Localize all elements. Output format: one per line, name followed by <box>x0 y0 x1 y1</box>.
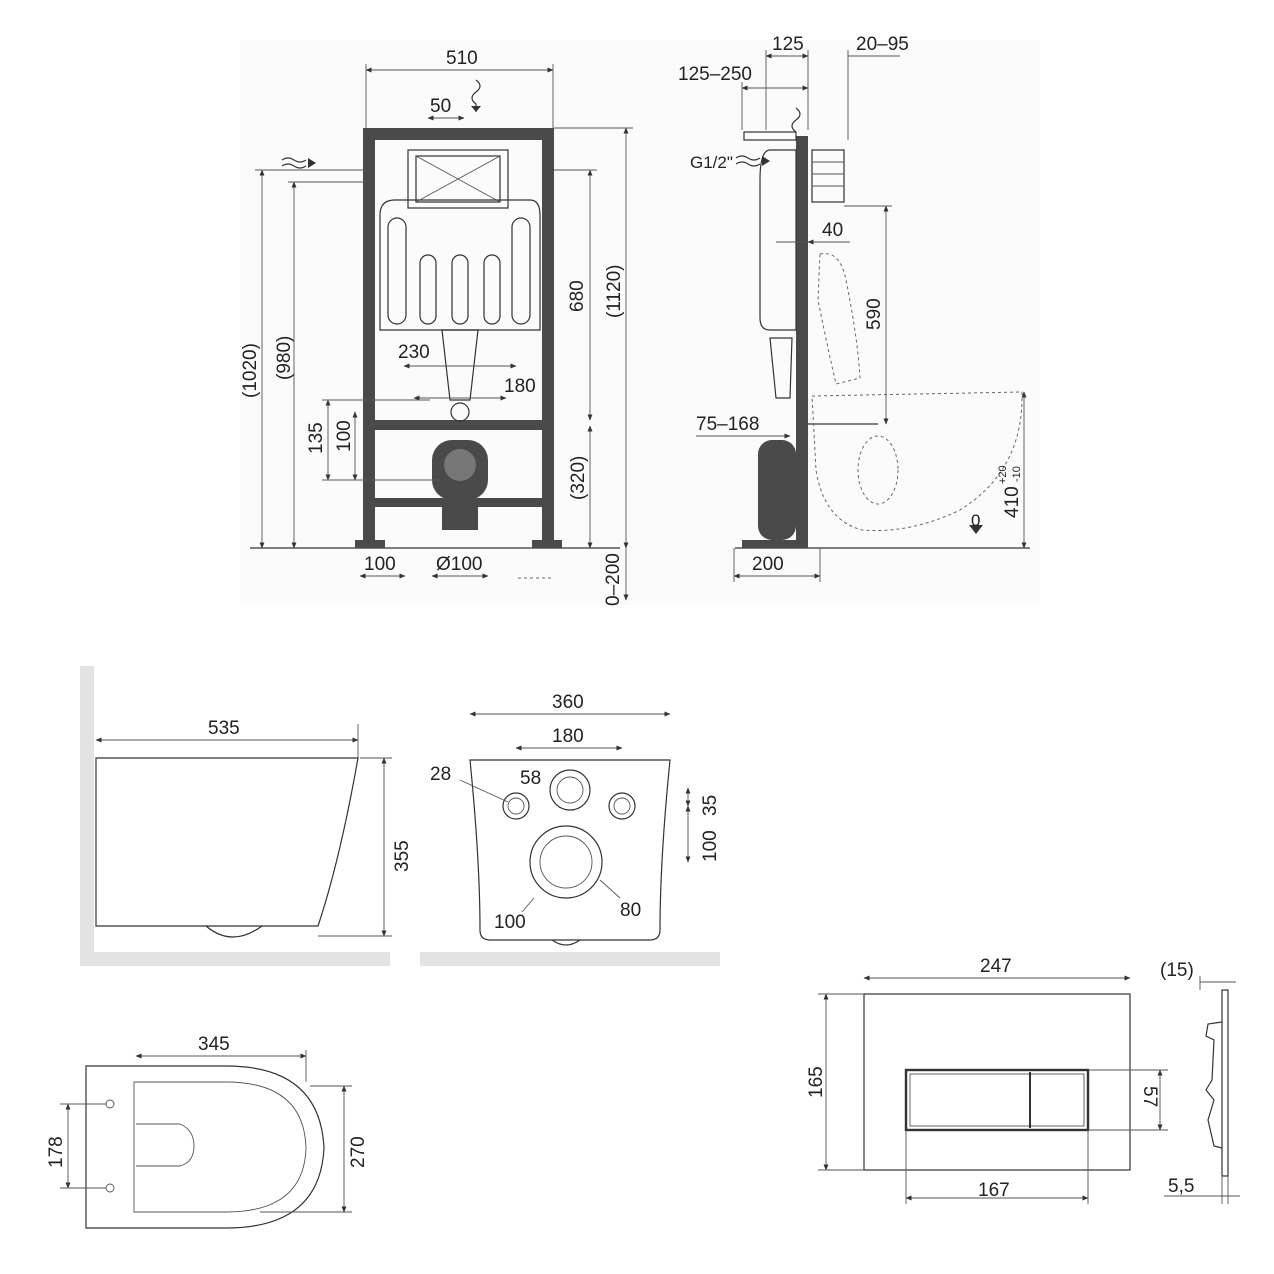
dim-top-height: 270 <box>348 1136 369 1168</box>
dim-plate-height: 165 <box>806 1066 827 1098</box>
dim-plate-width: 247 <box>980 956 1012 977</box>
bowl-rear-view: 360 180 28 58 35 100 100 80 <box>420 692 721 966</box>
bowl-side-view: 535 355 <box>80 666 413 966</box>
dim-bolt-height-100: 100 <box>334 420 355 452</box>
dim-adjustment: 0–200 <box>603 553 624 606</box>
dim-side-range-125-250: 125–250 <box>678 64 752 85</box>
dim-drain-diameter: Ø100 <box>436 554 482 575</box>
dim-drain-height: (320) <box>568 456 589 500</box>
frame-front-view: 510 50 (1020) (980) 680 (1120) 230 180 1… <box>240 48 633 606</box>
dim-seat-height: 410 <box>1002 486 1023 518</box>
dim-button-width: 167 <box>978 1180 1010 1201</box>
dim-bowl-height: 355 <box>392 840 413 872</box>
dim-side-range-20-95: 20–95 <box>856 34 909 55</box>
dim-button-height: 57 <box>1139 1086 1160 1107</box>
dim-bolt-height-135: 135 <box>306 422 327 454</box>
dim-frame-width: 510 <box>446 48 478 69</box>
dim-top-depth: 345 <box>198 1034 230 1055</box>
dim-plate-depth: (15) <box>1160 960 1194 981</box>
dim-side-base-200: 200 <box>752 554 784 575</box>
dim-bowl-length: 535 <box>208 718 240 739</box>
dim-rear-outlet-80: 80 <box>620 900 641 921</box>
bowl-top-view: 345 178 270 <box>46 1034 369 1229</box>
flush-plate-side-view: (15) 5,5 <box>1160 960 1240 1204</box>
dim-bolt-span-inner: 180 <box>504 376 536 397</box>
dim-seat-tolerance-plus: +20 <box>997 465 1009 484</box>
dim-overall-height: (1020) <box>240 343 261 398</box>
frame-side-view: 0 125 20–95 125–250 G1/2" 40 590 75–168 … <box>678 34 1030 582</box>
dim-foot-width: 100 <box>364 554 396 575</box>
dim-bolt-span: 230 <box>398 342 430 363</box>
dim-connection-offset: 50 <box>430 96 451 117</box>
dim-plate-thickness: 5,5 <box>1168 1176 1194 1197</box>
dim-side-height-590: 590 <box>864 298 885 330</box>
dim-side-offset-40: 40 <box>822 220 843 241</box>
dim-top-bolt-span: 178 <box>46 1136 67 1168</box>
dim-rear-hole-28: 28 <box>430 764 451 785</box>
background-hatching <box>240 40 1040 605</box>
dim-inner-height: (980) <box>274 336 295 380</box>
dim-floor-zero: 0 <box>971 511 980 530</box>
flush-plate-front-view: 247 165 167 57 <box>806 956 1168 1204</box>
dim-rear-offset-35: 35 <box>700 795 721 816</box>
dim-cistern-height: 680 <box>567 280 588 312</box>
dim-rear-bolt-span: 180 <box>552 726 584 747</box>
label-inlet-thread: G1/2" <box>690 153 733 172</box>
dim-rear-offset-100: 100 <box>700 830 721 862</box>
dim-rear-outlet-100: 100 <box>494 912 526 933</box>
dim-rear-hole-58: 58 <box>520 768 541 789</box>
dim-seat-tolerance-minus: -10 <box>1011 466 1023 482</box>
dim-rear-width: 360 <box>552 692 584 713</box>
dim-side-depth-125: 125 <box>772 34 804 55</box>
dim-total-height: (1120) <box>604 264 625 318</box>
dim-side-range-75-168: 75–168 <box>696 414 759 435</box>
